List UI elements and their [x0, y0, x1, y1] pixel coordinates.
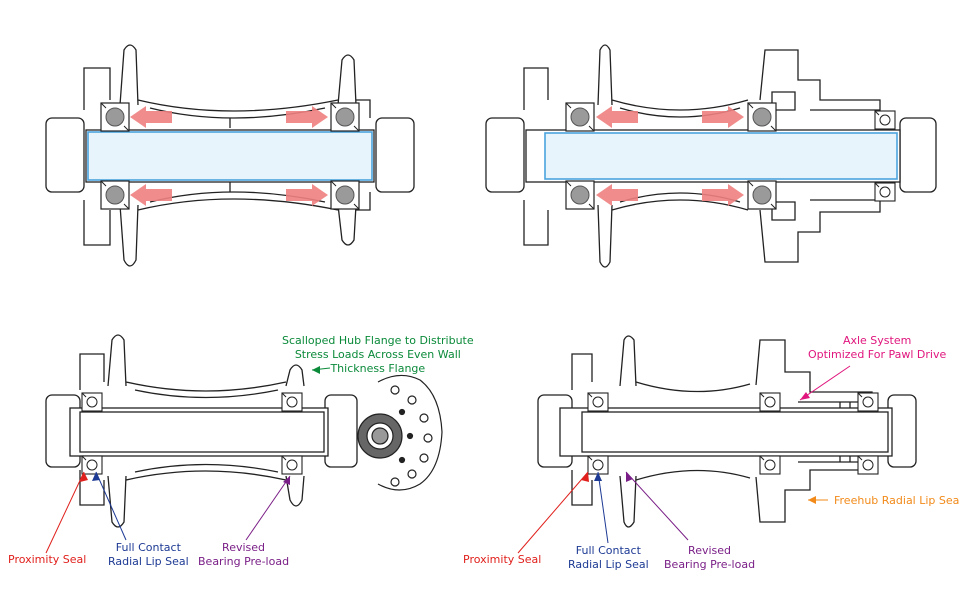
load-arrow-icon [130, 106, 172, 128]
bearing-icon [81, 392, 103, 412]
axle-highlight [544, 132, 898, 180]
bearing-preload-line: Revised [222, 541, 266, 554]
front-hub-cross-section-icon [45, 44, 415, 267]
axle-system-leader [799, 365, 851, 401]
axle-highlight [87, 131, 373, 181]
bearing-icon [874, 110, 896, 130]
bearing-icon [565, 102, 595, 132]
proximity-seal-label: Proximity Seal [8, 553, 87, 566]
bearing-preload-line: Revised [688, 544, 732, 557]
bearing-icon [100, 180, 130, 210]
front-hub-cross-section-icon [45, 334, 358, 528]
bearing-preload-leader [625, 471, 689, 541]
proximity-seal-leader [45, 471, 85, 554]
bearing-icon [330, 180, 360, 210]
proximity-seal-label: Proximity Seal [463, 553, 542, 566]
bearing-icon [281, 392, 303, 412]
load-arrow-icon [596, 184, 638, 206]
bearing-icon [747, 102, 777, 132]
bearing-icon [330, 102, 360, 132]
flange-note-line: Scalloped Hub Flange to Distribute [282, 334, 474, 347]
radial-lip-seal-line: Full Contact [115, 541, 181, 554]
load-arrow-icon [130, 184, 172, 206]
bearing-preload-line: Bearing Pre-load [198, 555, 290, 568]
radial-lip-seal-label: Full Contact Radial Lip Seal [108, 541, 189, 569]
axle-system-line: Optimized For Pawl Drive [808, 348, 947, 361]
radial-lip-seal-leader [95, 471, 127, 541]
rear-hub-cross-section-icon [485, 44, 937, 268]
proximity-seal-leader [517, 471, 589, 554]
load-arrow-icon [596, 106, 638, 128]
radial-lip-seal-line: Radial Lip Seal [108, 555, 189, 568]
freehub-seal-label: Freehub Radial Lip Sea [834, 494, 960, 507]
axle-system-line: Axle System [842, 334, 912, 347]
rear-hub-cross-section-icon [537, 335, 917, 528]
flange-note-line: Thickness Flange [330, 362, 426, 375]
bearing-preload-leader [245, 475, 291, 541]
flange-note-label: Scalloped Hub Flange to Distribute Stres… [282, 334, 474, 376]
bearing-icon [587, 392, 609, 412]
load-arrow-icon [702, 184, 744, 206]
flange-note-line: Stress Loads Across Even Wall [294, 348, 461, 361]
radial-lip-seal-label: Full Contact Radial Lip Seal [568, 544, 649, 572]
bearing-icon [100, 102, 130, 132]
axle-system-label: Axle System Optimized For Pawl Drive [808, 334, 946, 362]
bearing-icon [281, 455, 303, 475]
bearing-preload-label: Revised Bearing Pre-load [664, 544, 755, 572]
bearing-preload-line: Bearing Pre-load [664, 558, 756, 571]
scalloped-flange-icon [357, 374, 443, 491]
bearing-icon [874, 182, 896, 202]
radial-lip-seal-line: Radial Lip Seal [568, 558, 649, 571]
bearing-icon [565, 180, 595, 210]
bearing-icon [747, 180, 777, 210]
radial-lip-seal-line: Full Contact [575, 544, 641, 557]
bearing-icon [587, 455, 609, 475]
bearing-preload-label: Revised Bearing Pre-load [198, 541, 289, 569]
bearing-icon [759, 392, 781, 412]
bearing-icon [857, 455, 879, 475]
bearing-icon [81, 455, 103, 475]
bearing-icon [857, 392, 879, 412]
radial-lip-seal-leader [597, 471, 609, 544]
bearing-icon [759, 455, 781, 475]
